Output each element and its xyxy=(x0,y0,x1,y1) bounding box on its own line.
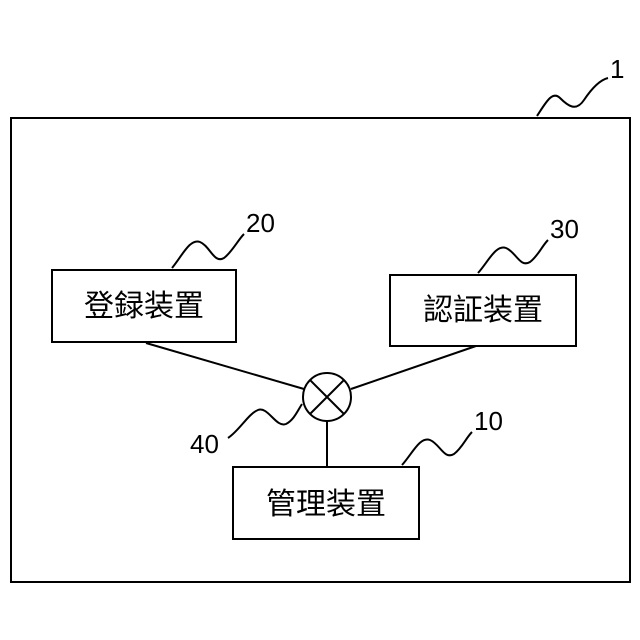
system-leader-line xyxy=(537,78,608,116)
authentication-ref-number: 30 xyxy=(550,214,579,244)
network-node xyxy=(303,373,351,421)
network-ref-number: 40 xyxy=(190,429,219,459)
system-ref-number: 1 xyxy=(610,54,624,84)
management-ref-number: 10 xyxy=(474,406,503,436)
registration-ref-number: 20 xyxy=(246,208,275,238)
authentication-device-label: 認証装置 xyxy=(423,293,543,328)
management-device-label: 管理装置 xyxy=(266,487,386,522)
registration-device-label: 登録装置 xyxy=(84,289,204,324)
